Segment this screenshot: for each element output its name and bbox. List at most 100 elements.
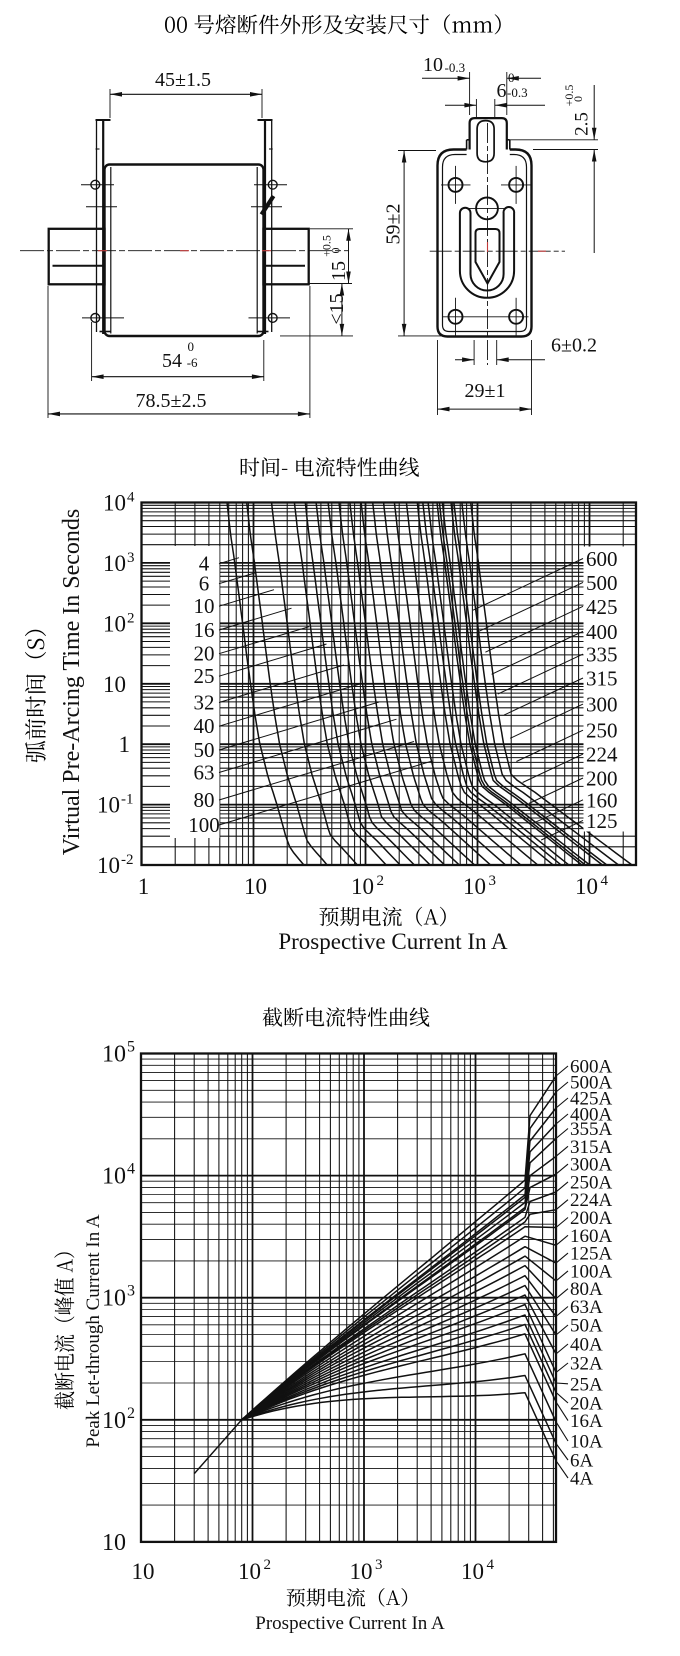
svg-text:125: 125 [586,809,618,833]
svg-text:10: 10 [423,54,443,76]
svg-text:335: 335 [586,643,618,667]
svg-text:315: 315 [586,667,618,691]
svg-text:1: 1 [138,874,150,899]
svg-text:0: 0 [508,70,515,85]
svg-text:250A: 250A [570,1172,613,1193]
svg-text:4: 4 [601,873,609,889]
svg-text:10: 10 [103,491,126,516]
svg-text:10: 10 [103,611,126,636]
svg-text:500A: 500A [570,1073,613,1094]
svg-text:54: 54 [162,350,182,372]
svg-text:400A: 400A [570,1105,613,1126]
svg-text:10: 10 [103,551,126,576]
svg-text:10: 10 [463,874,486,899]
svg-text:425A: 425A [570,1089,613,1110]
svg-text:10: 10 [132,1559,155,1584]
svg-text:4: 4 [199,552,210,576]
svg-text:10: 10 [102,1408,126,1434]
svg-text:32A: 32A [570,1354,603,1375]
svg-text:100A: 100A [570,1261,613,1282]
svg-text:224: 224 [586,743,618,767]
svg-text:50A: 50A [570,1316,603,1337]
svg-text:10: 10 [102,1164,126,1190]
svg-text:40A: 40A [570,1335,603,1356]
svg-text:500: 500 [586,571,618,595]
svg-text:40: 40 [194,714,215,738]
svg-text:3: 3 [127,1283,135,1300]
svg-text:5: 5 [127,1039,135,1056]
svg-text:+0.5: +0.5 [320,235,334,257]
svg-text:425: 425 [586,595,618,619]
svg-text:16A: 16A [570,1411,603,1432]
svg-text:600A: 600A [570,1057,613,1078]
svg-text:20A: 20A [570,1394,603,1415]
svg-text:Peak Let-through Current In A: Peak Let-through Current In A [83,1214,104,1448]
svg-text:2: 2 [127,1405,135,1422]
svg-text:6: 6 [199,572,210,596]
svg-text:Prospective Current In A: Prospective Current In A [255,1613,445,1634]
svg-text:-0.3: -0.3 [445,60,466,75]
svg-text:10A: 10A [570,1432,603,1453]
svg-text:2: 2 [264,1557,272,1573]
svg-text:10: 10 [97,853,120,878]
svg-text:10: 10 [103,672,126,697]
svg-text:3: 3 [127,550,135,566]
svg-text:0: 0 [329,248,343,254]
svg-text:10: 10 [97,793,120,818]
svg-text:10: 10 [244,874,267,899]
svg-text:63A: 63A [570,1297,603,1318]
svg-text:16: 16 [194,618,215,642]
svg-text:10: 10 [194,594,215,618]
svg-text:2.5: 2.5 [572,112,593,136]
svg-text:6A: 6A [570,1451,594,1472]
svg-text:6: 6 [497,80,507,102]
svg-text:300A: 300A [570,1155,613,1176]
svg-text:29±1: 29±1 [465,380,506,402]
svg-text:10: 10 [575,874,598,899]
svg-text:78.5±2.5: 78.5±2.5 [136,390,207,412]
svg-text:50: 50 [194,738,215,762]
svg-text:6±0.2: 6±0.2 [551,335,597,357]
svg-text:32: 32 [194,691,215,715]
svg-text:10: 10 [102,1530,126,1556]
svg-text:4: 4 [127,490,135,506]
svg-text:160: 160 [586,788,618,812]
svg-text:2: 2 [377,873,385,889]
svg-text:3: 3 [489,873,497,889]
svg-text:80: 80 [194,788,215,812]
svg-text:0: 0 [571,96,585,102]
svg-text:300: 300 [586,693,618,717]
svg-text:10: 10 [102,1286,126,1312]
svg-text:4: 4 [487,1557,495,1573]
svg-text:315A: 315A [570,1137,613,1158]
svg-text:45±1.5: 45±1.5 [155,69,211,91]
svg-text:160A: 160A [570,1226,613,1247]
svg-text:-1: -1 [121,792,134,808]
svg-text:0: 0 [188,339,195,354]
svg-text:224A: 224A [570,1190,613,1211]
svg-text:-6: -6 [187,355,198,370]
svg-text:400: 400 [586,620,618,644]
svg-text:63: 63 [194,761,215,785]
svg-text:1: 1 [119,732,131,757]
svg-text:59±2: 59±2 [383,204,405,245]
svg-text:10: 10 [238,1559,261,1584]
svg-text:-0.3: -0.3 [507,85,528,100]
svg-text:200: 200 [586,767,618,791]
svg-text:10: 10 [102,1042,126,1068]
svg-text:250: 250 [586,719,618,743]
svg-text:600: 600 [586,547,618,571]
svg-text:10: 10 [351,874,374,899]
svg-text:25A: 25A [570,1374,603,1395]
svg-text:2: 2 [127,610,135,626]
svg-text:25: 25 [194,664,215,688]
svg-text:10: 10 [350,1559,373,1584]
svg-text:Prospective Current In A: Prospective Current In A [278,929,508,954]
svg-text:20: 20 [194,642,215,666]
svg-text:80A: 80A [570,1279,603,1300]
svg-text:125A: 125A [570,1244,613,1265]
svg-text:+0.5: +0.5 [562,85,576,107]
svg-text:355A: 355A [570,1119,613,1140]
svg-text:4A: 4A [570,1469,594,1490]
svg-text:10: 10 [461,1559,484,1584]
